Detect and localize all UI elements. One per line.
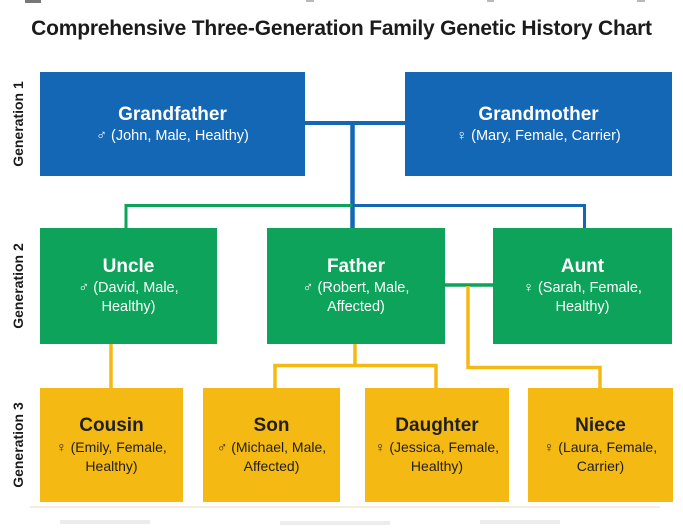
grandmother-role: Grandmother [478,103,599,125]
niece-branch-line [466,286,602,390]
sibling-line-right-aunt-descent [352,204,586,230]
son-daughter-branch-line [273,343,438,390]
grandfather-details: ♂ (John, Male, Healthy) [96,127,249,144]
crop-artifact [306,0,314,2]
sibling-line-left-uncle-descent [124,204,353,230]
cousin-role: Cousin [79,415,144,436]
member-box-aunt: Aunt ♀ (Sarah, Female, Healthy) [493,228,672,344]
niece-role: Niece [575,415,626,436]
member-box-daughter: Daughter ♀ (Jessica, Female, Healthy) [365,388,509,502]
generation-3-label: Generation 3 [10,402,26,488]
crop-artifact [637,0,645,2]
member-box-grandfather: Grandfather ♂ (John, Male, Healthy) [40,72,305,176]
son-details: ♂ (Michael, Male, Affected) [216,439,327,474]
son-role: Son [253,415,290,436]
father-details: ♂ (Robert, Male, Affected) [302,280,410,315]
crop-artifact [30,506,660,508]
member-box-uncle: Uncle ♂ (David, Male, Healthy) [40,228,217,344]
generation-1-label: Generation 1 [10,81,26,167]
grandfather-role: Grandfather [118,103,227,125]
daughter-details: ♀ (Jessica, Female, Healthy) [374,439,500,474]
member-box-grandmother: Grandmother ♀ (Mary, Female, Carrier) [405,72,672,176]
aunt-role: Aunt [560,256,605,277]
grandmother-details: ♀ (Mary, Female, Carrier) [456,127,621,144]
uncle-role: Uncle [102,256,155,277]
crop-artifact [280,521,390,525]
member-box-cousin: Cousin ♀ (Emily, Female, Healthy) [40,388,183,502]
father-role: Father [326,256,386,277]
crop-artifact [25,0,41,3]
crop-artifact [487,0,494,2]
member-box-father: Father ♂ (Robert, Male, Affected) [267,228,445,344]
cousin-details: ♀ (Emily, Female, Healthy) [56,439,167,474]
crop-artifact [480,520,560,524]
generation-2-label: Generation 2 [10,243,26,329]
member-box-niece: Niece ♀ (Laura, Female, Carrier) [528,388,673,502]
niece-details: ♀ (Laura, Female, Carrier) [543,439,658,474]
crop-artifact [60,520,150,524]
aunt-details: ♀ (Sarah, Female, Healthy) [523,280,642,315]
uncle-details: ♂ (David, Male, Healthy) [78,280,179,315]
daughter-role: Daughter [395,415,479,436]
chart-title: Comprehensive Three-Generation Family Ge… [31,17,652,40]
member-box-son: Son ♂ (Michael, Male, Affected) [203,388,340,502]
